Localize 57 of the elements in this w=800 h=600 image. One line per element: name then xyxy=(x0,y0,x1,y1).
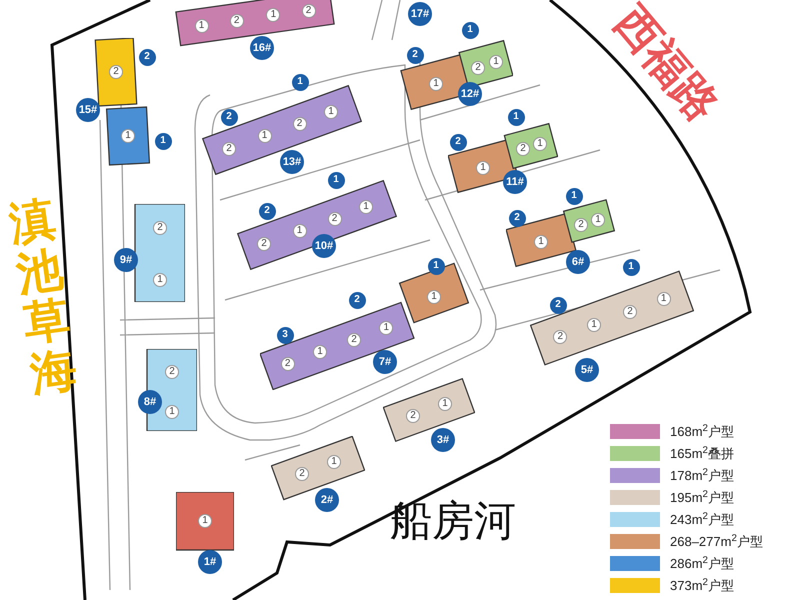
building-number: 1# xyxy=(198,550,222,574)
lake-name: 滇池草海 xyxy=(6,192,80,400)
entrance-number: 1 xyxy=(154,132,172,150)
entrance-number: 2 xyxy=(220,108,238,126)
building-block xyxy=(530,258,694,382)
building-block xyxy=(114,204,185,302)
building-number: 10# xyxy=(312,234,336,258)
building-number: 3# xyxy=(431,428,455,452)
building-number: 11# xyxy=(503,170,527,194)
building-number: 13# xyxy=(280,150,304,174)
building-block xyxy=(448,108,558,194)
building-block xyxy=(260,257,469,390)
building-number: 12# xyxy=(458,82,482,106)
entrance-number: 2 xyxy=(138,48,156,66)
road-name: 西福路 xyxy=(606,0,726,129)
building-number: 7# xyxy=(373,350,397,374)
building-number: 16# xyxy=(250,36,274,60)
building-number: 9# xyxy=(114,248,138,272)
legend-label: 178m$^{2}$户型 xyxy=(670,469,734,482)
building-number: 5# xyxy=(575,358,599,382)
entrance-number: 2 xyxy=(348,292,366,308)
entrance-number: 1 xyxy=(566,188,582,204)
legend-label: 373m$^{2}$户型 xyxy=(670,579,734,592)
legend-label: 268–277m$^{2}$户型 xyxy=(670,535,763,548)
building-number: 17# xyxy=(408,2,432,26)
entrance-number: 3 xyxy=(276,326,294,344)
entrance-number: 1 xyxy=(462,22,478,38)
entrance-number: 1 xyxy=(428,258,444,274)
entrance-number: 2 xyxy=(258,202,276,220)
building-block xyxy=(138,349,197,431)
entrance-number: 1 xyxy=(622,258,640,276)
building-number: 8# xyxy=(138,390,162,414)
building-number: 2# xyxy=(315,488,339,512)
legend-label: 168m$^{2}$户型 xyxy=(670,425,734,438)
building-number: 6# xyxy=(566,250,590,274)
entrance-number: 2 xyxy=(550,296,566,314)
entrance-number: 1 xyxy=(328,172,344,188)
building-number: 15# xyxy=(76,98,100,122)
legend-label: 165m$^{2}$叠拼 xyxy=(670,447,734,460)
building-block xyxy=(76,38,172,166)
building-block xyxy=(506,187,615,274)
entrance-number: 1 xyxy=(508,108,524,126)
building-block xyxy=(176,492,234,574)
legend-label: 286m$^{2}$户型 xyxy=(670,557,734,570)
entrance-number: 2 xyxy=(406,46,424,64)
building-block xyxy=(271,436,365,512)
river-name: 船房河 xyxy=(390,500,516,542)
legend-label: 195m$^{2}$户型 xyxy=(670,491,734,504)
legend-label: 243m$^{2}$户型 xyxy=(670,513,734,526)
entrance-number: 2 xyxy=(450,134,466,150)
building-block xyxy=(400,21,513,110)
building-block xyxy=(383,378,475,452)
entrance-number: 2 xyxy=(508,210,526,226)
entrance-number: 1 xyxy=(292,74,308,90)
building-block xyxy=(237,171,397,270)
building-block xyxy=(202,73,362,175)
building-block xyxy=(175,0,335,60)
